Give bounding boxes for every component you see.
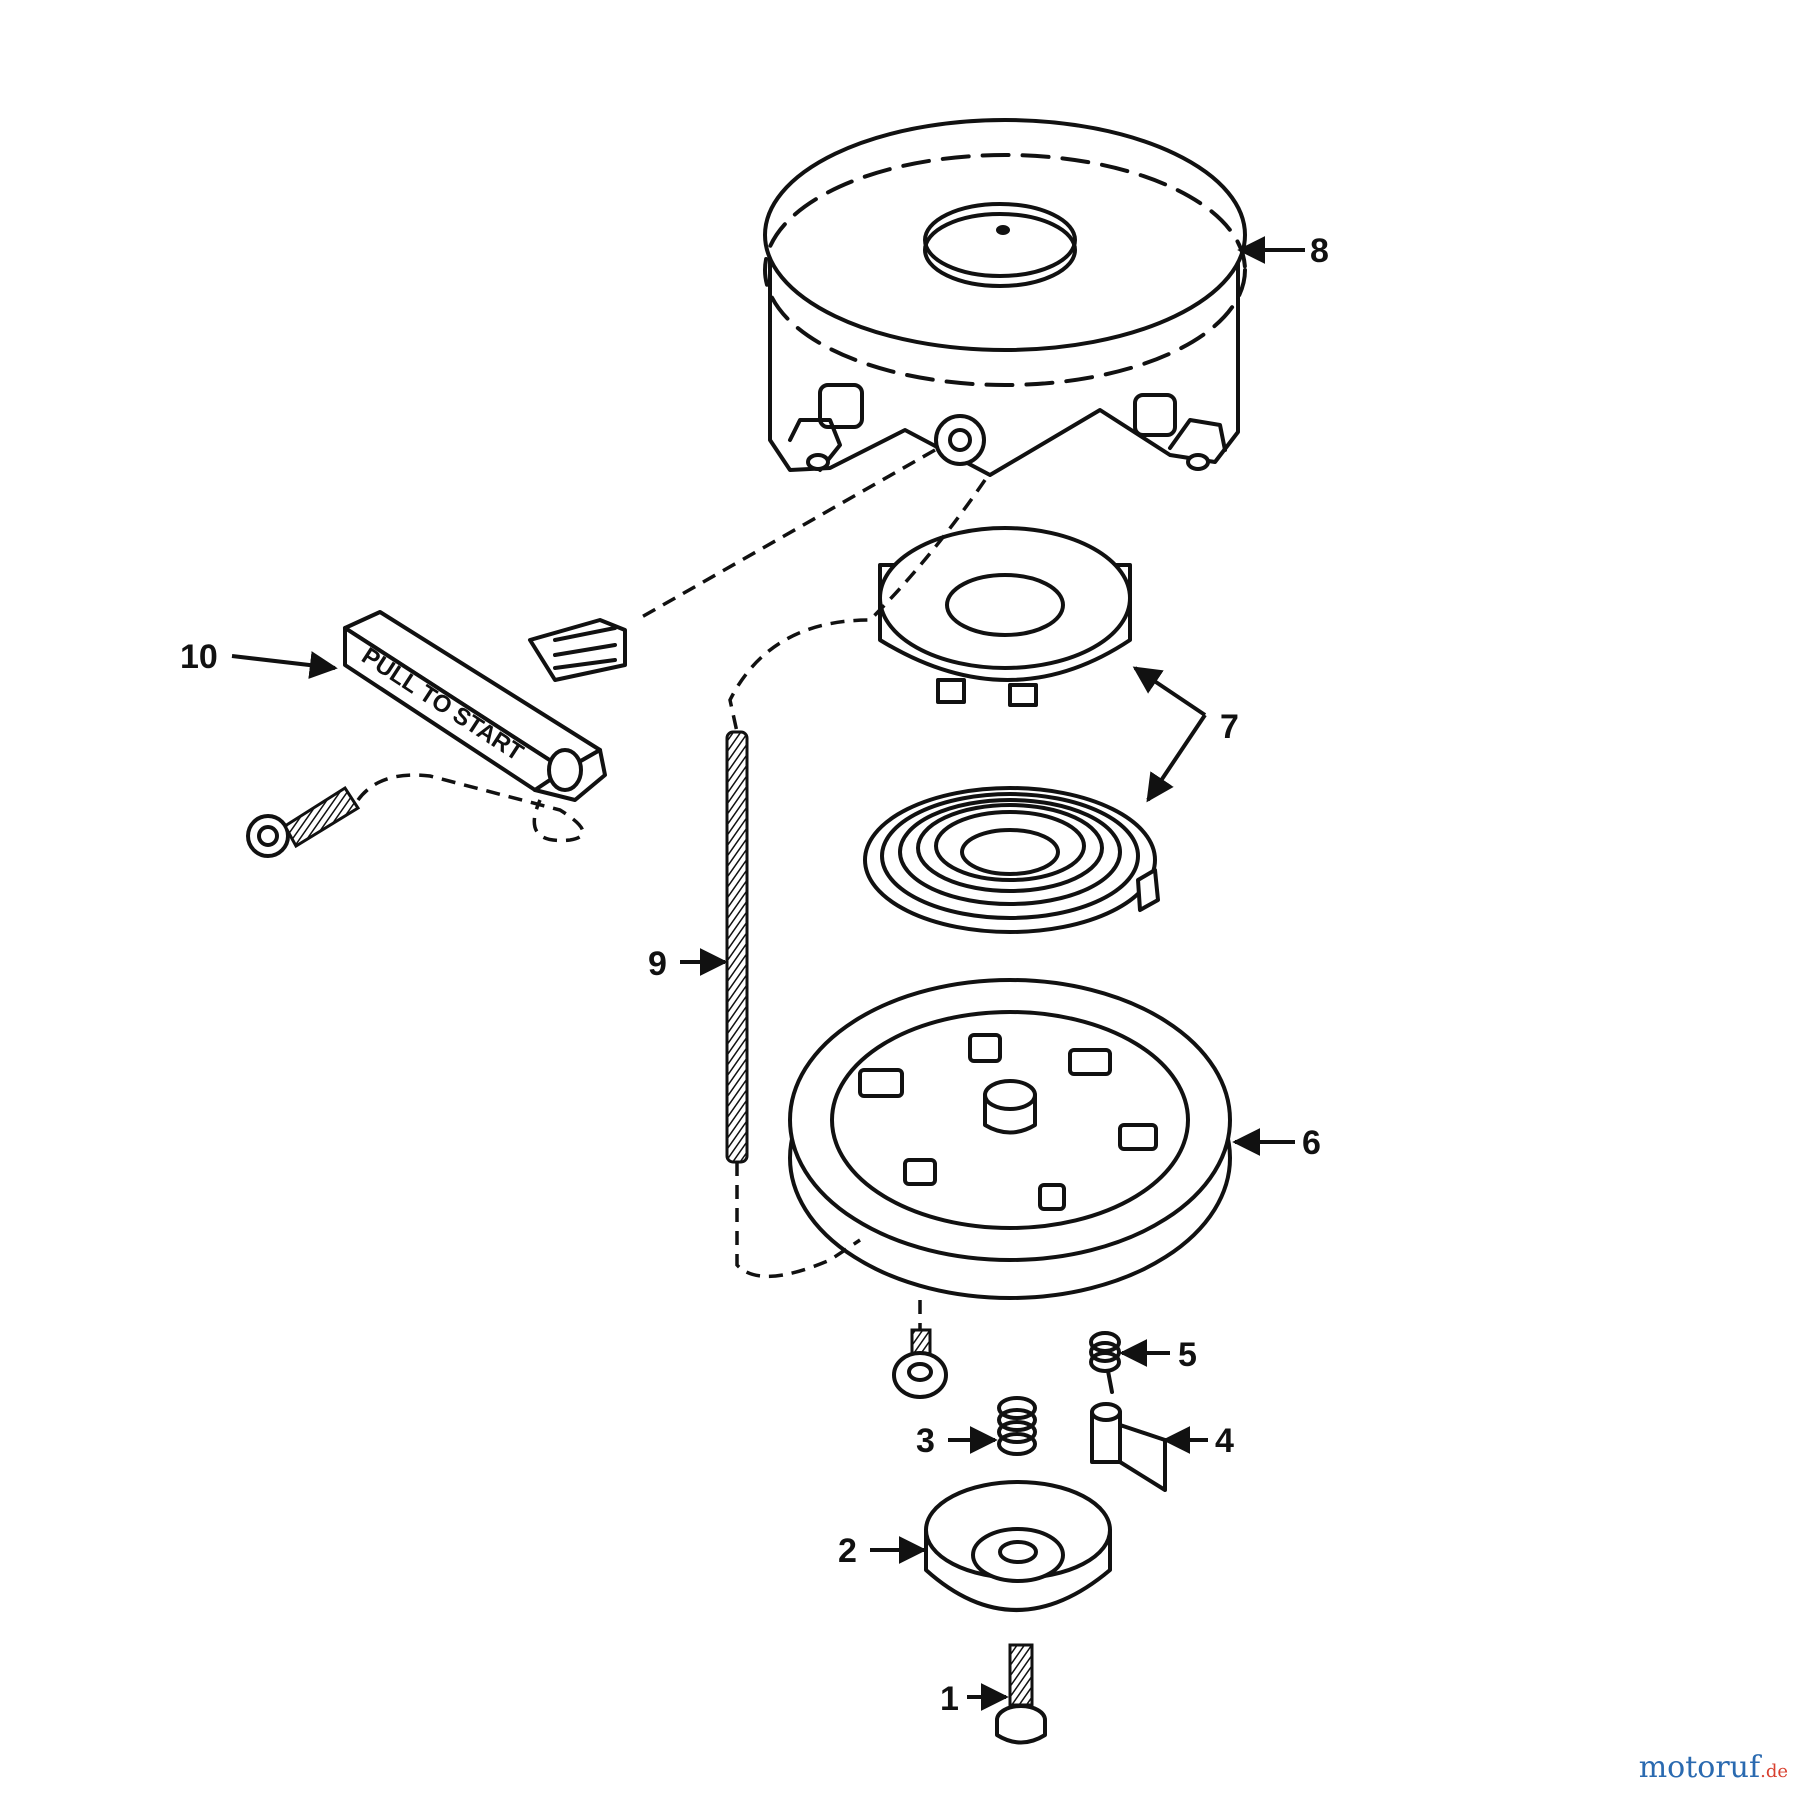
part-2-retainer	[924, 1480, 1112, 1612]
callout-4: 4	[1215, 1422, 1234, 1460]
callout-8: 8	[1310, 232, 1329, 270]
watermark-main: motoruf	[1638, 1750, 1761, 1785]
callout-9: 9	[648, 945, 667, 983]
leader-arrows	[231, 236, 1305, 1711]
callout-1: 1	[940, 1680, 959, 1718]
callout-10: 10	[180, 638, 218, 676]
callout-5: 5	[1178, 1336, 1197, 1374]
watermark: motoruf.de	[1639, 1750, 1788, 1785]
callout-7: 7	[1220, 708, 1239, 746]
part-5-small-spring	[1089, 1331, 1121, 1394]
assembly-dash-lines	[356, 448, 987, 1279]
part-9-starter-rope	[725, 730, 749, 1164]
part-3-spring	[997, 1396, 1037, 1456]
watermark-suffix: .de	[1760, 1761, 1788, 1782]
part-6-pulley	[788, 978, 1232, 1300]
part-8-starter-housing	[763, 118, 1247, 477]
part-7-recoil-spring	[863, 786, 1160, 934]
handle-screw	[246, 785, 361, 858]
part-10-pull-handle: PULL TO START	[343, 610, 627, 802]
callout-2: 2	[838, 1532, 857, 1570]
pulley-screw	[892, 1300, 948, 1399]
callout-3: 3	[916, 1422, 935, 1460]
callout-6: 6	[1302, 1124, 1321, 1162]
part-1-retainer-screw	[995, 1643, 1047, 1745]
part-4-pawl	[1090, 1402, 1167, 1492]
part-7-spring-cup	[878, 526, 1132, 707]
